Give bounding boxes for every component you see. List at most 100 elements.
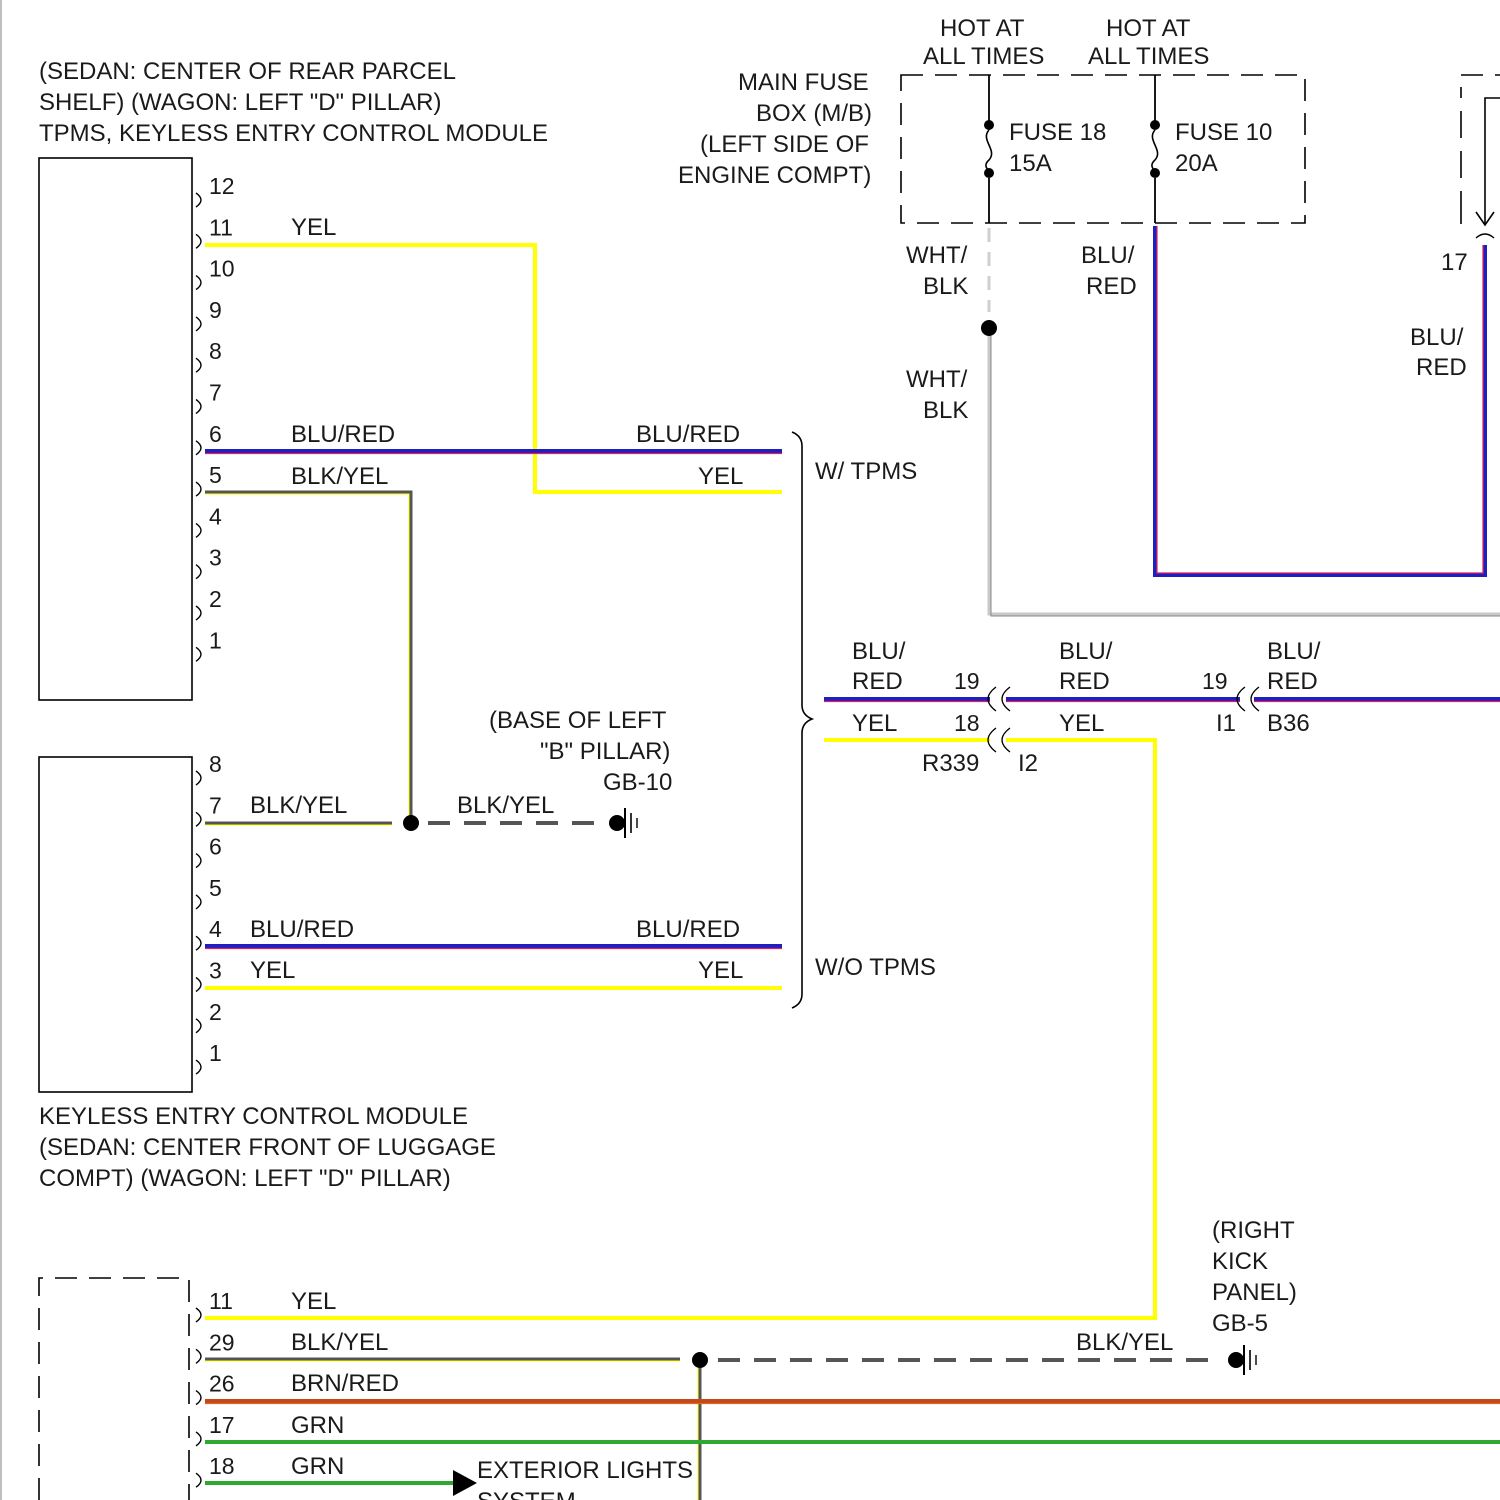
fuse-box-name-2: BOX (M/B) bbox=[756, 100, 872, 127]
conn-i2: I2 bbox=[1018, 750, 1038, 777]
pin-connector-icon bbox=[196, 895, 201, 909]
pin-connector-icon bbox=[196, 358, 201, 372]
tpms-pin6-wire-label: BLU/RED bbox=[291, 421, 395, 448]
pin-number: 2 bbox=[209, 999, 222, 1025]
keyless-pin4-wire-label: BLU/RED bbox=[250, 916, 354, 943]
conn-left-pin18: 18 bbox=[954, 710, 980, 736]
fuse-18-name: FUSE 18 bbox=[1009, 119, 1106, 146]
hot-label-1a: HOT AT bbox=[940, 15, 1025, 42]
conn-mid-blu-red-2: RED bbox=[1059, 668, 1110, 695]
fuse-box-outline bbox=[901, 75, 1305, 223]
bottom-module-outline bbox=[39, 1278, 189, 1500]
pin-connector-icon bbox=[196, 317, 201, 331]
pin-connector-icon bbox=[196, 441, 201, 455]
wire-fuse18-wht-blk: WHT/ BLK WHT/ BLK bbox=[906, 228, 1500, 616]
pin-connector-icon bbox=[196, 1060, 201, 1074]
pin-number: 4 bbox=[209, 503, 222, 529]
pin-number: 17 bbox=[209, 1412, 235, 1438]
fuse10-blu-red-2: RED bbox=[1086, 273, 1137, 300]
hot-label-2a: HOT AT bbox=[1106, 15, 1191, 42]
wht-blk-upper-2: BLK bbox=[923, 273, 968, 300]
pin-number: 26 bbox=[209, 1371, 235, 1397]
conn-left-blu-red-1: BLU/ bbox=[852, 638, 906, 665]
gb10-wire-label: BLK/YEL bbox=[457, 792, 554, 819]
fuse-18-rating: 15A bbox=[1009, 150, 1052, 177]
splice-dot-fuse18 bbox=[981, 320, 997, 336]
keyless-module-name-3: COMPT) (WAGON: LEFT "D" PILLAR) bbox=[39, 1165, 451, 1192]
pin-connector-icon bbox=[196, 276, 201, 290]
splice-dot-gb5 bbox=[692, 1352, 708, 1368]
pin-connector-icon bbox=[196, 1308, 201, 1322]
tpms-module-location-1: (SEDAN: CENTER OF REAR PARCEL bbox=[39, 58, 456, 85]
wire-tpms-pin5-blk-yel bbox=[205, 492, 411, 823]
pin-connector-icon bbox=[196, 565, 201, 579]
bottom-pin17-wire-label: GRN bbox=[291, 1412, 344, 1439]
gb10-location-2: "B" PILLAR) bbox=[540, 738, 670, 765]
main-fuse-box: MAIN FUSE BOX (M/B) (LEFT SIDE OF ENGINE… bbox=[678, 15, 1305, 223]
conn-b36: B36 bbox=[1267, 710, 1310, 737]
pin-connector-icon bbox=[196, 400, 201, 414]
wht-blk-upper-1: WHT/ bbox=[906, 242, 968, 269]
variant-lower-blu-red-label: BLU/RED bbox=[636, 916, 740, 943]
fuse-10-name: FUSE 10 bbox=[1175, 119, 1272, 146]
pin-connector-icon bbox=[196, 812, 201, 826]
variant-w-tpms: W/ TPMS bbox=[815, 458, 917, 485]
tpms-keyless-module: (SEDAN: CENTER OF REAR PARCEL SHELF) (WA… bbox=[39, 58, 548, 700]
keyless-pin3-wire-label: YEL bbox=[250, 957, 295, 984]
bottom-pin26-wire-label: BRN/RED bbox=[291, 1370, 399, 1397]
gb5-location-3: PANEL) bbox=[1212, 1279, 1297, 1306]
pin-connector-icon bbox=[196, 606, 201, 620]
gb10-location-1: (BASE OF LEFT bbox=[489, 707, 667, 734]
pin-connector-icon bbox=[196, 978, 201, 992]
pin-number: 10 bbox=[209, 256, 235, 282]
variant-brace bbox=[792, 432, 812, 1008]
pin-connector-icon bbox=[196, 1349, 201, 1363]
conn-r339: R339 bbox=[922, 750, 979, 777]
right-blu-red-1: BLU/ bbox=[1410, 324, 1464, 351]
pin-connector-icon bbox=[196, 936, 201, 950]
hot-label-2b: ALL TIMES bbox=[1088, 43, 1209, 70]
bottom-pin11-wire-label: YEL bbox=[291, 1288, 336, 1315]
pin-number: 3 bbox=[209, 545, 222, 571]
tpms-module-name: TPMS, KEYLESS ENTRY CONTROL MODULE bbox=[39, 120, 548, 147]
pin-number: 8 bbox=[209, 751, 222, 777]
keyless-module-name-2: (SEDAN: CENTER FRONT OF LUGGAGE bbox=[39, 1134, 496, 1161]
conn-mid-yel: YEL bbox=[1059, 710, 1104, 737]
pin-connector-icon bbox=[196, 1473, 201, 1487]
pin-number: 18 bbox=[209, 1453, 235, 1479]
wire-tpms-pin5-stripe bbox=[205, 494, 409, 823]
pin-number: 7 bbox=[209, 380, 222, 406]
hot-label-1b: ALL TIMES bbox=[923, 43, 1044, 70]
conn-left-blu-red-2: RED bbox=[852, 668, 903, 695]
keyless-wires: BLK/YEL BLK/YEL (BASE OF LEFT "B" PILLAR… bbox=[205, 707, 782, 988]
conn-right-blu-red-2: RED bbox=[1267, 668, 1318, 695]
pin-connector-icon bbox=[196, 523, 201, 537]
variant-wo-tpms: W/O TPMS bbox=[815, 954, 936, 981]
wire-tpms-pin11-yel bbox=[205, 245, 782, 492]
arrow-right-icon bbox=[453, 1470, 477, 1496]
pin-connector-icon bbox=[196, 482, 201, 496]
splice-dot-gb10 bbox=[403, 815, 419, 831]
tpms-module-location-2: SHELF) (WAGON: LEFT "D" PILLAR) bbox=[39, 89, 441, 116]
gb5-location-2: KICK bbox=[1212, 1248, 1268, 1275]
pin-connector-icon bbox=[196, 771, 201, 785]
wht-blk-lower-1: WHT/ bbox=[906, 366, 968, 393]
fuse-box-name-3: (LEFT SIDE OF bbox=[700, 131, 869, 158]
keyless-module-name-1: KEYLESS ENTRY CONTROL MODULE bbox=[39, 1103, 468, 1130]
ext-lights-1: EXTERIOR LIGHTS bbox=[477, 1457, 693, 1484]
gb5-wire-label: BLK/YEL bbox=[1076, 1329, 1173, 1356]
conn-right-blu-red-1: BLU/ bbox=[1267, 638, 1321, 665]
keyless-module-box bbox=[39, 757, 192, 1092]
gb5-id: GB-5 bbox=[1212, 1310, 1268, 1337]
ground-gb5-icon bbox=[1228, 1345, 1256, 1375]
pin-number: 6 bbox=[209, 421, 222, 447]
pin-number: 1 bbox=[209, 1040, 222, 1066]
tpms-pin5-wire-label: BLK/YEL bbox=[291, 463, 388, 490]
fuse-10-icon bbox=[1152, 130, 1158, 172]
conn-left-pin19: 19 bbox=[954, 668, 980, 694]
pin-number: 7 bbox=[209, 792, 222, 818]
pin-number: 11 bbox=[209, 1288, 233, 1314]
